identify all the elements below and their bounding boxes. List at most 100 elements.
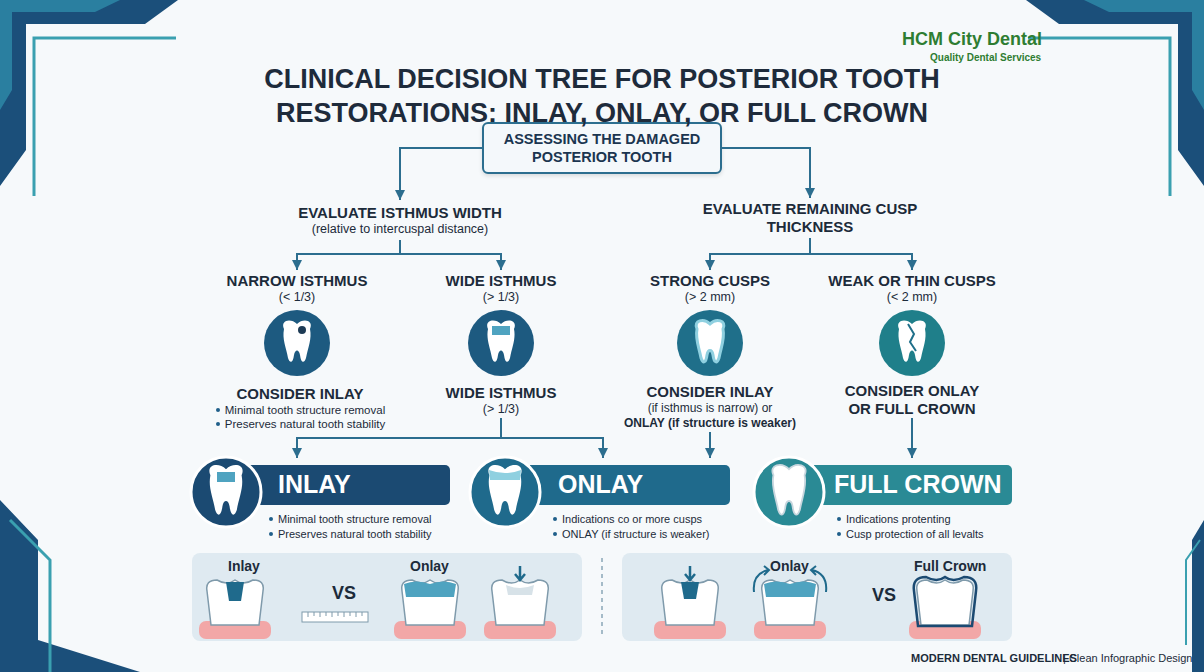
start-box: ASSESSING THE DAMAGED POSTERIOR TOOTH [482,122,722,174]
decay-spot [298,326,306,334]
treatment-band: ONLAYIndications co or more cuspsONLAY (… [470,458,735,544]
tier-icon [879,310,945,376]
node-text: Preserves natural tooth stability [215,417,385,431]
node-text: Inlay [228,558,260,574]
node-text: (> 1/3) [483,290,519,305]
tooth-symbol [696,321,724,362]
illustration-part [308,612,362,617]
tooth-profile [754,580,826,639]
recommendation-text: CONSIDER INLAY(if isthmus is narrow) orO… [605,382,815,432]
node-text: (< 1/3) [279,290,315,305]
band-icon [754,457,824,527]
tier-icon [264,310,330,376]
arrow-symbol [685,566,695,580]
treatment-band: INLAYMinimal tooth structure removalPres… [190,458,455,544]
onlay-shape [764,582,816,598]
onlay-shape [404,582,456,598]
frame-line [10,520,50,672]
connector-arrow [710,238,810,270]
node-text: Minimal tooth structure removal [215,403,385,417]
node-text: EVALUATE ISTHMUS WIDTH [298,204,502,222]
step-heading: EVALUATE REMAINING CUSP THICKNESS [690,198,930,238]
node-text: (if isthmus is narrow) or [648,401,773,416]
recommendation-text: CONSIDER INLAYMinimal tooth structure re… [200,382,400,434]
node-text: INLAY [278,470,351,498]
connector-arrow [400,148,482,200]
tooth-profile [654,580,726,639]
arrow-symbol [515,566,525,580]
criterion-label: WEAK OR THIN CUSPS(< 2 mm) [817,270,1007,306]
divider-line [601,558,603,638]
icon-circle [264,310,330,376]
icon-circle [191,457,261,527]
comparison-panel: OnlayVS Full Crown [622,553,1012,641]
icon-circle [879,310,945,376]
frame-line [1028,38,1170,196]
node-text: CONSIDER ONLAY OR FULL CROWN [842,382,982,418]
band-icon [191,457,261,527]
corner-shape [0,0,178,186]
prep-shape [506,585,534,595]
corner-shape [0,500,140,672]
tooth-symbol [283,321,311,362]
criterion-label: STRONG CUSPS(> 2 mm) [630,270,790,306]
recommendation-text: CONSIDER ONLAY OR FULL CROWN [842,382,982,418]
criterion-label: NARROW ISTHMUS(< 1/3) [217,270,377,306]
node-text: CONSIDER INLAY [237,385,364,403]
node-text: ONLAY (if structure is weaker) [624,416,796,431]
tier-icon [677,310,743,376]
connector-arrow [501,418,603,458]
onlay-shape [489,470,521,480]
comparison-panel: InlayVSOnlay [192,553,582,641]
corner-shape [1026,0,1204,186]
corner-shape [0,0,120,110]
node-text: ONLAY (if structure is weaker) [552,527,710,541]
frame-line [34,38,176,196]
connector-arrow [297,418,501,458]
node-text: Full Crown [914,558,986,574]
label-text: HCM City Dental [902,29,1042,49]
icon-circle [470,457,540,527]
connector-arrow [709,432,711,458]
tooth-profile [484,580,556,639]
crack-line [908,324,916,351]
crown-outline [914,577,977,626]
step-heading: EVALUATE ISTHMUS WIDTH(relative to inter… [270,200,530,240]
tooth-symbol [209,465,242,515]
treatment-band: FULL CROWNIndications protentingCusp pro… [752,458,1017,544]
tooth-profile [394,580,466,639]
node-text: Cusp protection of all levalts [836,527,984,541]
node-text: ONLAY [558,470,643,498]
node-text: (relative to intercuspal distance) [312,222,488,237]
tooth-profile [909,580,981,639]
label-text: Quality Dental Services [930,52,1041,64]
icon-circle [677,310,743,376]
illustration-part [302,612,368,622]
criterion-label: WIDE ISTHMUS(> 1/3) [431,270,571,306]
node-text: CONSIDER INLAY [647,383,774,401]
node-text: (> 2 mm) [685,290,735,305]
node-text: Onlay [770,558,809,574]
inlay-shape [217,472,235,482]
icon-circle [754,457,824,527]
connector-arrow [400,240,501,270]
node-text: (< 2 mm) [887,290,937,305]
tooth-symbol [487,321,515,362]
node-text: Preserves natural tooth stability [268,527,431,541]
node-text: ASSESSING THE DAMAGED POSTERIOR TOOTH [487,130,717,166]
node-text: Onlay [410,558,449,574]
node-text: (> 1/3) [483,402,519,417]
node-text: WEAK OR THIN CUSPS [828,272,996,290]
criterion-label: WIDE ISTHMUS(> 1/3) [431,382,571,418]
inlay-shape [492,326,510,335]
node-text: NARROW ISTHMUS [227,272,368,290]
arrow-symbol [754,566,826,592]
band-icon [470,457,540,527]
tooth-symbol [488,465,521,515]
connector-arrow [722,148,810,198]
node-text: VS [872,585,896,605]
node-text: EVALUATE REMAINING CUSP THICKNESS [690,200,930,236]
connector-arrow [297,240,400,270]
connector-arrow [911,418,913,458]
